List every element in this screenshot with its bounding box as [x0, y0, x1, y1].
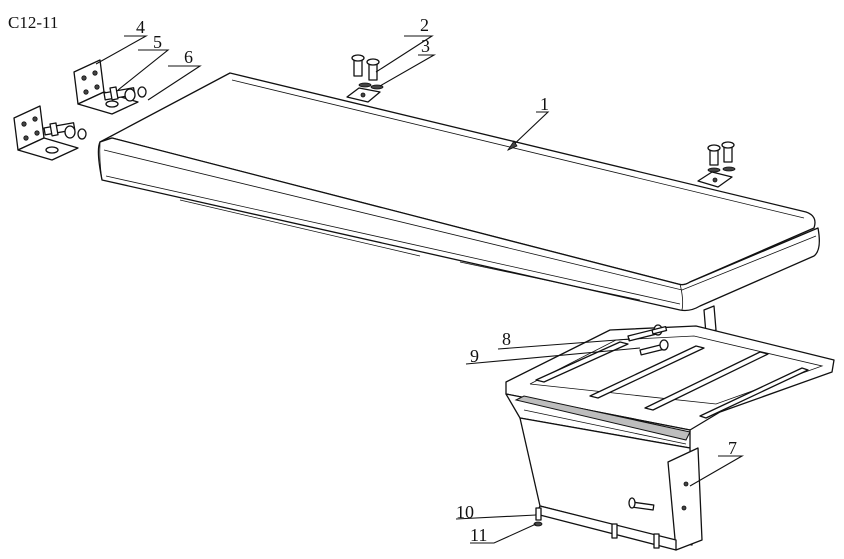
leader-lines	[95, 35, 745, 544]
tray-bolts	[627, 324, 669, 356]
callout-6: 6	[184, 47, 193, 67]
callout-7: 7	[728, 438, 737, 458]
base-screw	[533, 507, 543, 527]
callout-1: 1	[540, 94, 549, 114]
seat-cushion	[97, 72, 820, 312]
seat-frame	[505, 305, 835, 551]
cushion-mounting-tab-right	[697, 171, 733, 188]
callout-10: 10	[456, 502, 474, 522]
cushion-mounting-tab-rear	[346, 87, 381, 103]
callout-2: 2	[420, 15, 429, 35]
bolt-set-rear	[351, 54, 384, 90]
callout-3: 3	[421, 36, 430, 56]
callout-4: 4	[136, 17, 145, 37]
hinge-bracket-lower	[13, 105, 87, 161]
callout-5: 5	[153, 32, 162, 52]
figure-code: C12-11	[8, 13, 58, 32]
callout-11: 11	[470, 525, 487, 545]
callout-9: 9	[470, 346, 479, 366]
hinge-bracket-upper	[73, 59, 147, 115]
callout-8: 8	[502, 329, 511, 349]
bolt-set-right	[707, 141, 736, 173]
